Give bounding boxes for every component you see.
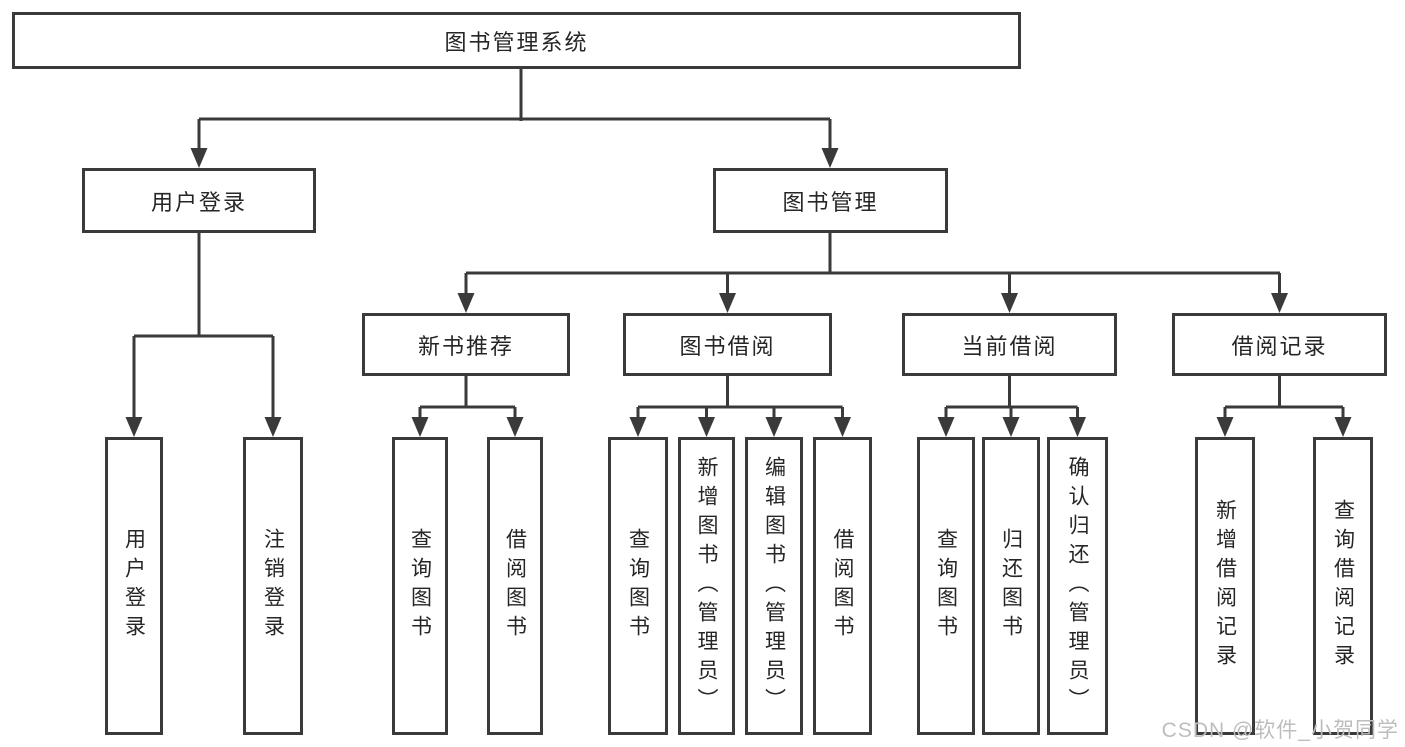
arrowheads (125, 148, 1352, 437)
leaf-label: 查询图书 (626, 528, 650, 644)
leaf-add-books-admin: 新增图书（管理员） (678, 437, 735, 735)
node-label: 用户登录 (150, 189, 247, 215)
node-root-library-system: 图书管理系统 (12, 12, 1021, 69)
leaf-edit-books-admin: 编辑图书（管理员） (745, 437, 803, 735)
leaf-logout: 注销登录 (243, 437, 303, 735)
leaf-label: 新增借阅记录 (1213, 499, 1237, 673)
node-label: 图书借阅 (679, 333, 776, 359)
leaf-label: 编辑图书（管理员） (762, 455, 786, 717)
leaf-label: 查询图书 (934, 528, 958, 644)
leaf-user-login: 用户登录 (105, 437, 163, 735)
leaf-label: 归还图书 (999, 528, 1023, 644)
node-label: 当前借阅 (961, 333, 1058, 359)
node-label: 图书管理 (782, 189, 879, 215)
node-current-borrowing: 当前借阅 (902, 313, 1117, 376)
leaf-query-books-2: 查询图书 (608, 437, 668, 735)
node-book-management: 图书管理 (713, 168, 948, 233)
node-label: 图书管理系统 (444, 29, 589, 55)
leaf-query-books-3: 查询图书 (917, 437, 975, 735)
leaf-query-books-1: 查询图书 (392, 437, 448, 735)
node-label: 借阅记录 (1231, 333, 1328, 359)
node-borrowing-records: 借阅记录 (1172, 313, 1387, 376)
leaf-label: 用户登录 (122, 528, 146, 644)
leaf-borrow-books-2: 借阅图书 (813, 437, 872, 735)
node-book-borrowing: 图书借阅 (623, 313, 832, 376)
leaf-return-books: 归还图书 (982, 437, 1040, 735)
csdn-watermark: CSDN @软件_小贺同学 (1161, 719, 1399, 742)
leaf-query-borrow-record: 查询借阅记录 (1313, 437, 1373, 735)
node-new-book-recommend: 新书推荐 (362, 313, 570, 376)
leaf-add-borrow-record: 新增借阅记录 (1195, 437, 1255, 735)
leaf-confirm-return-admin: 确认归还（管理员） (1047, 437, 1108, 735)
leaf-label: 查询借阅记录 (1331, 499, 1355, 673)
leaf-label: 注销登录 (261, 528, 285, 644)
leaf-borrow-books-1: 借阅图书 (487, 437, 543, 735)
leaf-label: 确认归还（管理员） (1066, 455, 1089, 717)
leaf-label: 借阅图书 (831, 528, 854, 644)
leaf-label: 借阅图书 (503, 528, 527, 644)
node-user-login: 用户登录 (82, 168, 316, 233)
node-label: 新书推荐 (417, 333, 514, 359)
leaf-label: 查询图书 (408, 528, 432, 644)
leaf-label: 新增图书（管理员） (695, 455, 718, 717)
